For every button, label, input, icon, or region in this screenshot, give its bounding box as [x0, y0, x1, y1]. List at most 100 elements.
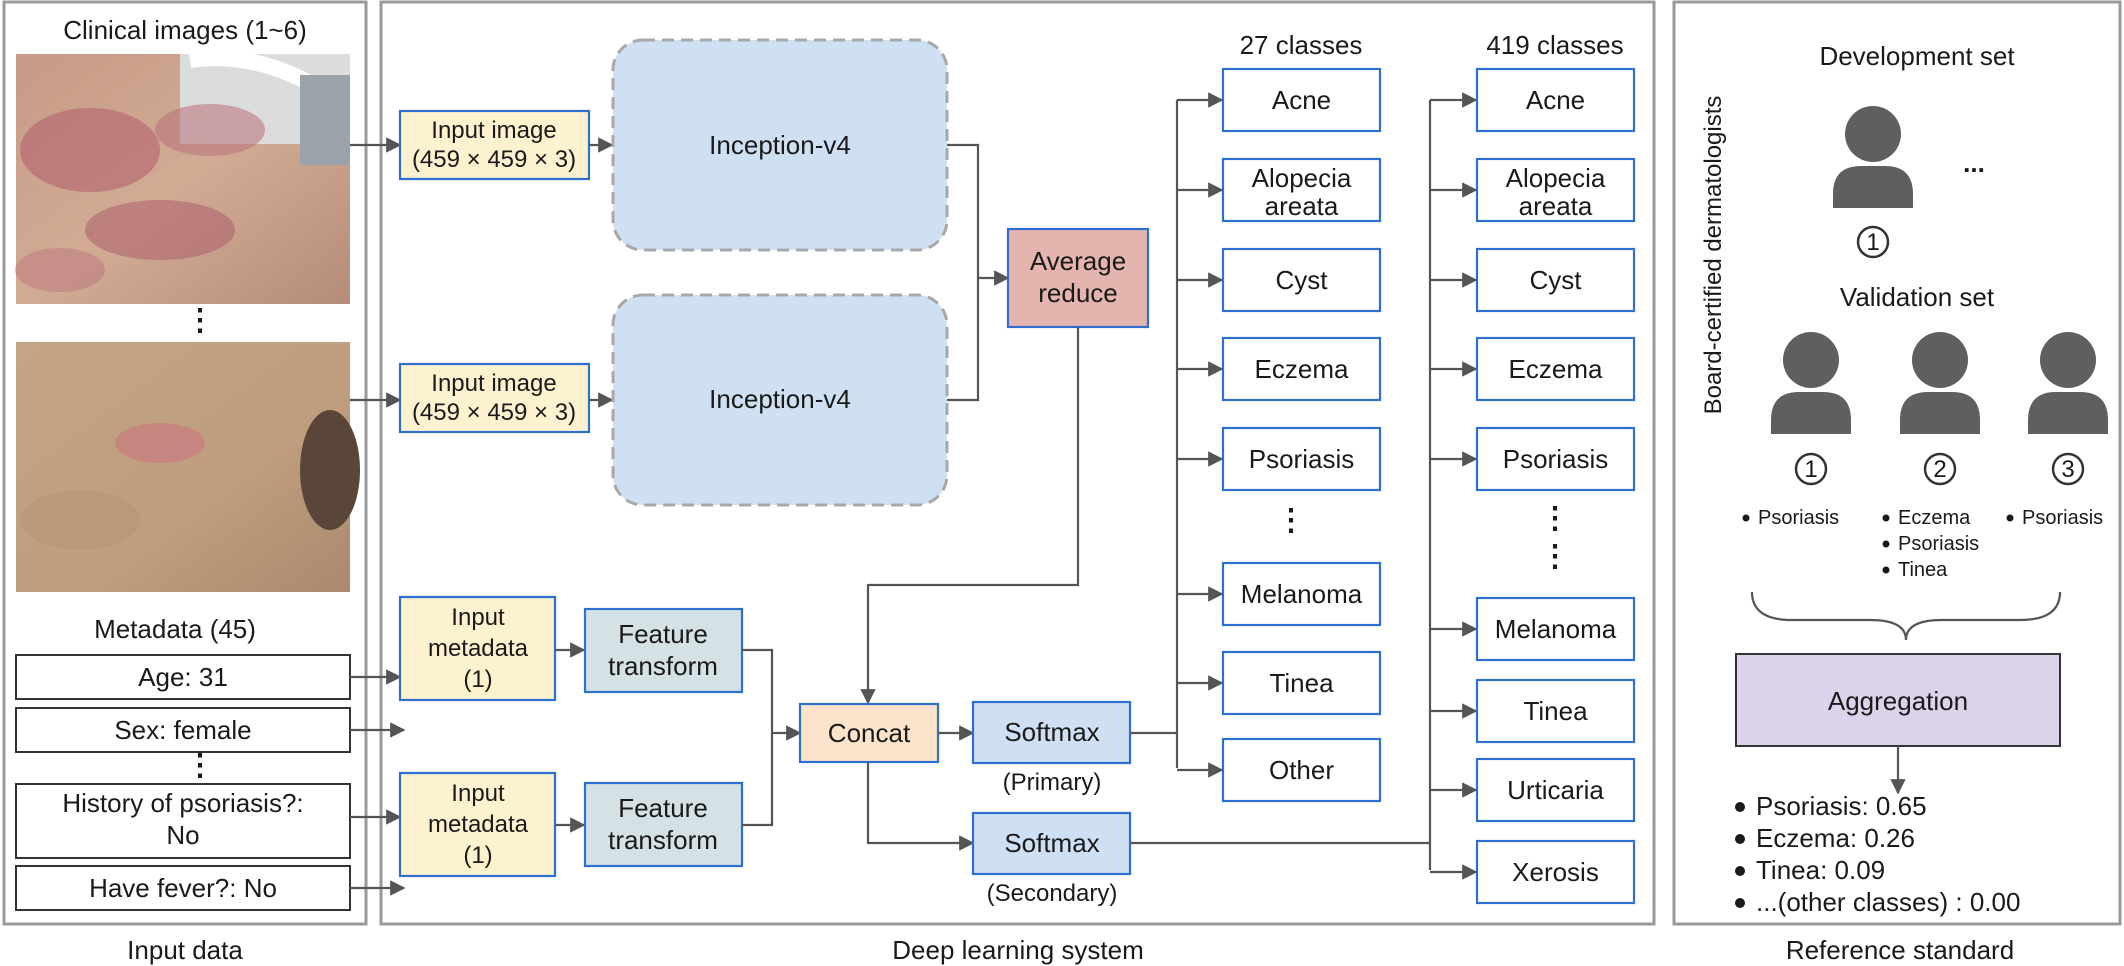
- metadata-fever-box: Have fever?: No: [15, 865, 351, 911]
- images-ellipsis: ⋮: [185, 304, 215, 337]
- secondary-class-arrows: [1430, 92, 1478, 880]
- average-to-concat-arrow: [860, 327, 1080, 705]
- reference-panel: [1672, 0, 2122, 926]
- classes419-class-label: Xerosis: [1512, 857, 1599, 887]
- average-reduce-line2: reduce: [1038, 278, 1118, 308]
- development-set-label: Development set: [1819, 41, 2015, 71]
- input-data-caption: Input data: [127, 935, 243, 965]
- person-icon: [2028, 332, 2108, 434]
- deep-learning-caption: Deep learning system: [892, 935, 1143, 965]
- classes27-class-box: Melanoma: [1221, 561, 1382, 627]
- metadata-label: Metadata (45): [94, 614, 256, 644]
- classes27-class-label: Tinea: [1269, 668, 1334, 698]
- clinical-image-1: [15, 50, 350, 304]
- input-image-box-2: Input image (459 × 459 × 3): [398, 362, 591, 434]
- reference-caption: Reference standard: [1786, 935, 2014, 965]
- feature-merge-wire: [742, 648, 774, 827]
- classes27-ellipsis: ⋮: [1276, 504, 1306, 537]
- input-image-box-1: Input image (459 × 459 × 3): [398, 109, 591, 181]
- classes27-class-label: areata: [1265, 191, 1339, 221]
- classes27-class-box: Eczema: [1221, 336, 1382, 402]
- deep-learning-panel: [379, 0, 1656, 926]
- opinion-item: Psoriasis: [1898, 533, 1979, 555]
- input-data-panel: [2, 0, 368, 926]
- input-image-1-title: Input image: [431, 117, 556, 144]
- inception-2-label: Inception-v4: [709, 384, 851, 414]
- input-image-2-size: (459 × 459 × 3): [412, 399, 576, 426]
- feature-transform-1-line1: Feature: [618, 619, 708, 649]
- bullet-icon: [1742, 514, 1750, 522]
- softmax-primary-box: Softmax: [971, 700, 1132, 765]
- svg-text:2: 2: [1933, 456, 1946, 483]
- number-badge: 2: [1923, 452, 1957, 486]
- validation-set-label: Validation set: [1840, 282, 1995, 312]
- input-image-1-size: (459 × 459 × 3): [412, 146, 576, 173]
- bullet-icon: [1735, 834, 1745, 844]
- clinical-images-label: Clinical images (1~6): [63, 15, 306, 45]
- average-reduce-box: Average reduce: [1006, 227, 1150, 329]
- bullet-icon: [1882, 514, 1890, 522]
- classes27-class-label: Eczema: [1255, 354, 1349, 384]
- classes27-class-box: Acne: [1221, 67, 1382, 133]
- metadata-age-text: Age: 31: [138, 662, 228, 692]
- svg-text:3: 3: [2061, 456, 2074, 483]
- classes419-class-box: Melanoma: [1475, 596, 1636, 662]
- input-image-2-title: Input image: [431, 370, 556, 397]
- classes27-class-box: Other: [1221, 737, 1382, 803]
- bullet-icon: [1735, 898, 1745, 908]
- feature-transform-box-1: Feature transform: [583, 607, 744, 694]
- classes419-class-box: Psoriasis: [1475, 426, 1636, 492]
- bullet-icon: [1882, 566, 1890, 574]
- inception-block-1: Inception-v4: [611, 38, 949, 252]
- classes419-class-box: Xerosis: [1475, 839, 1636, 905]
- metadata-fever-text: Have fever?: No: [89, 873, 277, 903]
- bullet-icon: [1735, 802, 1745, 812]
- metadata-ellipsis: ⋮: [185, 749, 215, 782]
- classes419-class-box: Urticaria: [1475, 757, 1636, 823]
- opinion-item: Psoriasis: [2022, 507, 2103, 529]
- classes419-class-box: Cyst: [1475, 247, 1636, 313]
- person-icon: [1833, 106, 1913, 208]
- development-more-dots: ...: [1963, 148, 1985, 178]
- average-reduce-line1: Average: [1030, 246, 1126, 276]
- svg-text:1: 1: [1804, 456, 1817, 483]
- classes419-class-label: Psoriasis: [1503, 444, 1608, 474]
- svg-text:1: 1: [1866, 229, 1879, 256]
- dermatologists-side-label: Board-certified dermatologists: [1700, 96, 1727, 415]
- metadata-sex-box: Sex: female: [15, 707, 351, 753]
- concat-label: Concat: [828, 718, 911, 748]
- classes419-class-label: Acne: [1526, 85, 1585, 115]
- feature-transform-1-line2: transform: [608, 651, 718, 681]
- concat-box: Concat: [798, 702, 940, 764]
- metadata-psoriasis-line1: History of psoriasis?:: [62, 788, 303, 818]
- aggregated-result: Psoriasis: 0.65: [1756, 791, 1927, 821]
- opinion-item: Eczema: [1898, 507, 1971, 529]
- number-badge: 1: [1856, 225, 1890, 259]
- classes419-class-label: Eczema: [1509, 354, 1603, 384]
- softmax-secondary-box: Softmax: [971, 811, 1132, 876]
- feature-transform-2-line1: Feature: [618, 793, 708, 823]
- person-icon: [1771, 332, 1851, 434]
- bullet-icon: [2006, 514, 2014, 522]
- classes419-list: AcneAlopeciaareataCystEczemaPsoriasisMel…: [1475, 67, 1636, 905]
- classes419-ellipsis: ⋮: [1540, 502, 1570, 535]
- classes419-class-label: Alopecia: [1506, 163, 1606, 193]
- number-badge: 1: [1794, 452, 1828, 486]
- bullet-icon: [1735, 866, 1745, 876]
- input-metadata-box-1: Input metadata (1): [398, 595, 557, 702]
- metadata-psoriasis-line2: No: [166, 820, 199, 850]
- classes27-class-label: Cyst: [1276, 265, 1329, 295]
- softmax-secondary-caption: (Secondary): [987, 880, 1118, 907]
- classes419-class-box: Acne: [1475, 67, 1636, 133]
- input-metadata-1-line3: (1): [463, 666, 492, 693]
- metadata-psoriasis-history-box: History of psoriasis?: No: [15, 783, 351, 859]
- aggregated-result: Eczema: 0.26: [1756, 823, 1915, 853]
- inception-1-label: Inception-v4: [709, 130, 851, 160]
- softmax-primary-caption: (Primary): [1003, 769, 1102, 796]
- person-icon: [1900, 332, 1980, 434]
- input-metadata-1-line2: metadata: [428, 635, 529, 662]
